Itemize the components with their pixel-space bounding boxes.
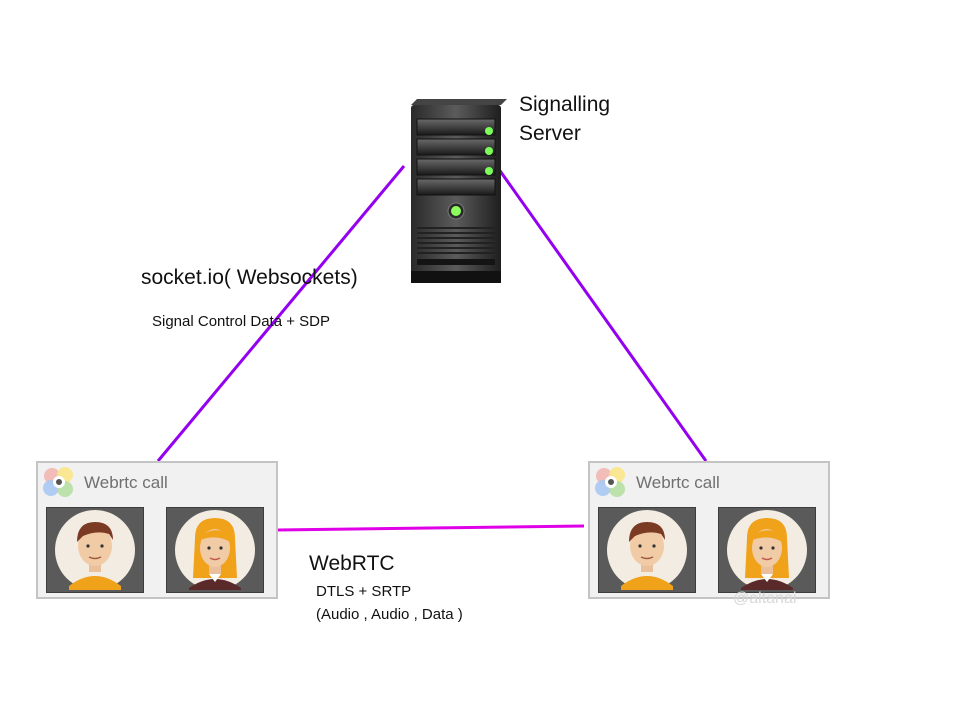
- video-tile-female: [718, 507, 816, 593]
- peer-call-title: Webrtc call: [84, 473, 168, 492]
- signalling-payload-label: Signal Control Data + SDP: [152, 313, 331, 330]
- server-label: Signalling Server: [519, 90, 610, 148]
- male-avatar-icon: [607, 510, 687, 590]
- peer-call-title: Webrtc call: [636, 473, 720, 492]
- signalling-line-right: [496, 167, 708, 462]
- female-avatar-icon: [727, 510, 807, 590]
- media-security-label: DTLS + SRTP: [316, 583, 412, 600]
- female-avatar-icon: [175, 510, 255, 590]
- media-line: [277, 524, 585, 532]
- server-icon: [411, 99, 507, 283]
- media-streams-label: (Audio , Audio , Data ): [316, 606, 463, 623]
- male-avatar-icon: [55, 510, 135, 590]
- signalling-line-left: [156, 165, 406, 462]
- watermark: @altanai: [733, 590, 797, 607]
- peer-call-box-right: Webrtc call: [588, 461, 830, 599]
- webrtc-logo-icon: [595, 467, 625, 497]
- peer-call-box-left: Webrtc call: [36, 461, 278, 599]
- video-tile-male: [598, 507, 696, 593]
- media-protocol-label: WebRTC: [309, 552, 395, 575]
- video-tile-female: [166, 507, 264, 593]
- video-tile-male: [46, 507, 144, 593]
- server-label-line1: Signalling: [519, 93, 611, 116]
- webrtc-logo-icon: [43, 467, 73, 497]
- server-label-line2: Server: [519, 122, 581, 145]
- signalling-protocol-label: socket.io( Websockets): [141, 266, 358, 289]
